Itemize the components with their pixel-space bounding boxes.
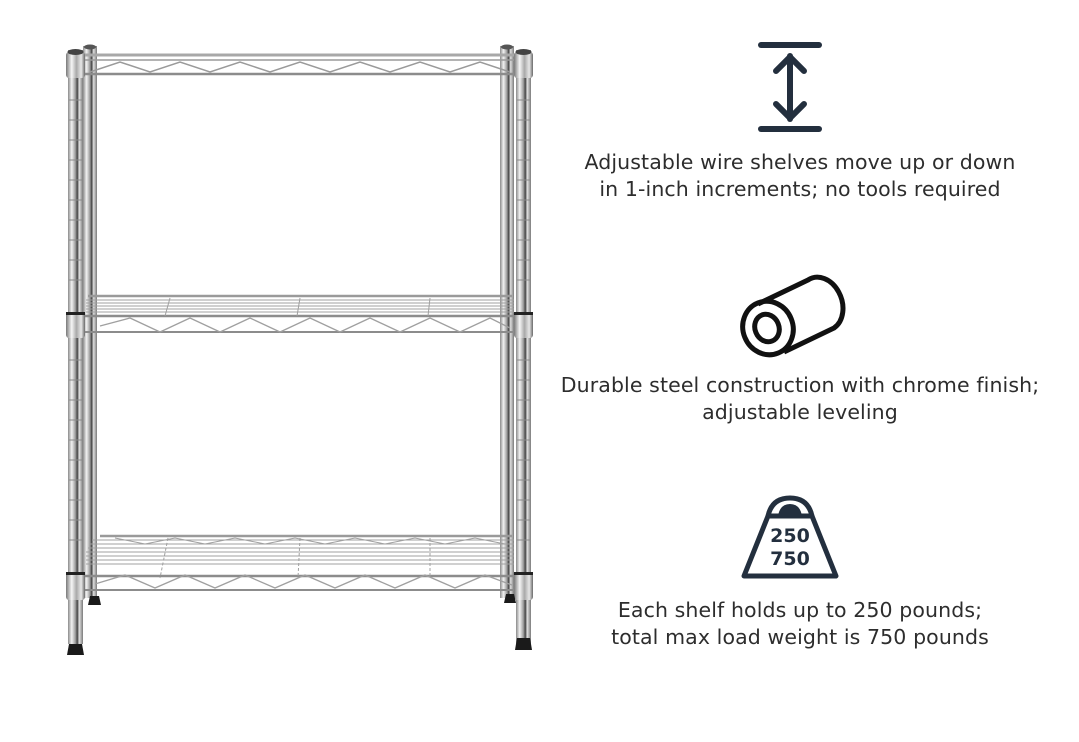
feature-caption-line: Each shelf holds up to 250 pounds; xyxy=(617,598,983,622)
front-right-post xyxy=(514,49,533,644)
front-left-post xyxy=(66,49,85,644)
feature-caption-line: total max load weight is 750 pounds xyxy=(611,625,989,649)
product-image-shelving-unit xyxy=(66,44,533,655)
leveling-feet xyxy=(67,594,532,655)
height-adjust-icon xyxy=(757,40,823,134)
steel-tube-icon xyxy=(736,270,846,360)
back-left-post xyxy=(83,46,97,598)
back-right-post xyxy=(500,46,514,598)
shelf-bottom xyxy=(84,534,516,591)
feature-load-capacity: Each shelf holds up to 250 pounds; total… xyxy=(540,597,1060,651)
feature-caption-line: in 1-inch increments; no tools required xyxy=(599,177,1001,201)
feature-durable-steel: Durable steel construction with chrome f… xyxy=(540,372,1060,426)
shelf-top xyxy=(85,53,515,76)
weight-icon: 250 750 xyxy=(738,492,842,582)
shelf-middle xyxy=(84,294,516,333)
weight-icon-text-750: 750 xyxy=(770,548,810,570)
feature-caption-line: Adjustable wire shelves move up or down xyxy=(584,150,1016,174)
weight-icon-text-250: 250 xyxy=(770,525,810,547)
feature-adjustable-shelves: Adjustable wire shelves move up or down … xyxy=(540,149,1060,203)
feature-caption-line: adjustable leveling xyxy=(702,400,898,424)
feature-caption-line: Durable steel construction with chrome f… xyxy=(560,373,1040,397)
